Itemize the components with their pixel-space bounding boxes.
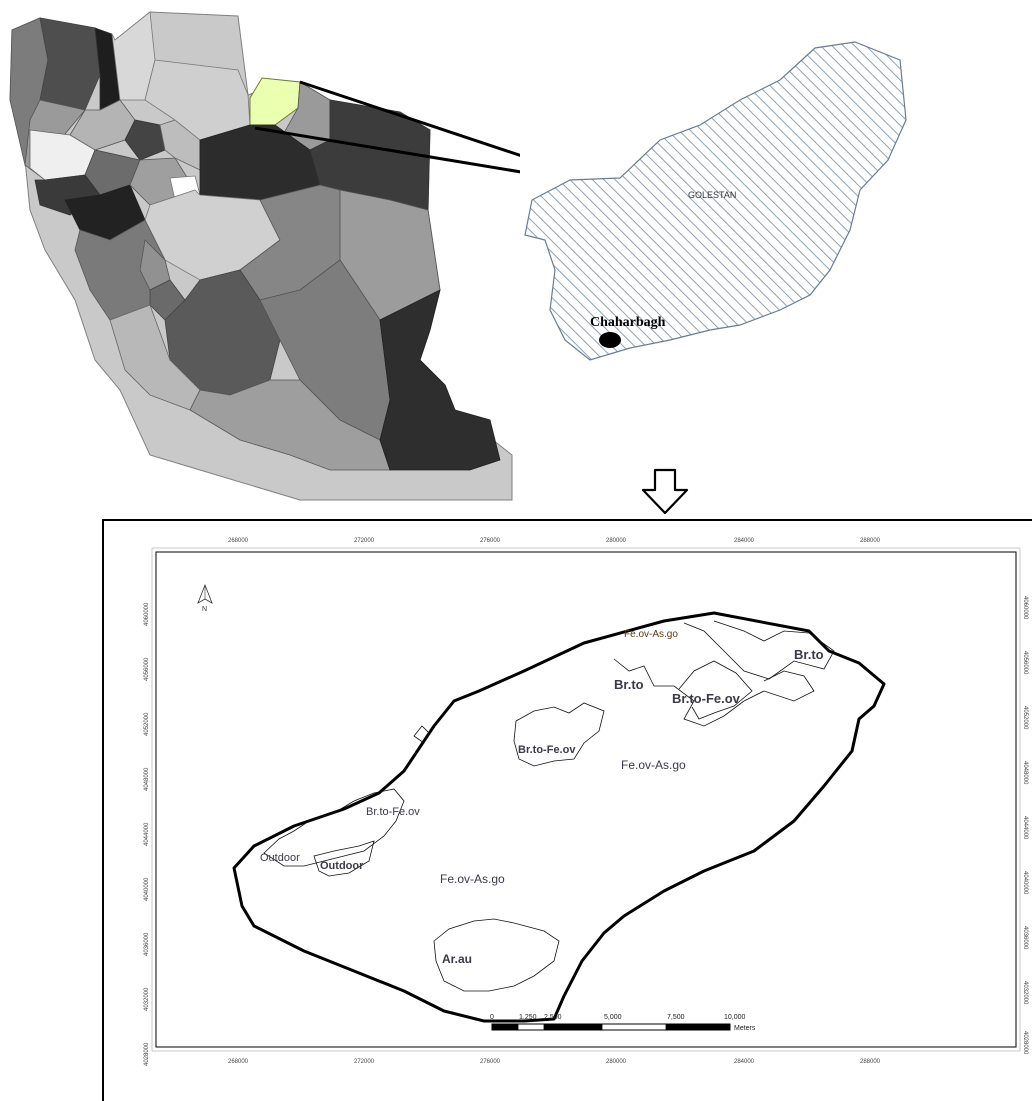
country-province-map xyxy=(9,11,520,501)
golestan-inset-map: GOLESTAN Chaharbagh xyxy=(524,41,907,361)
polygon-west-1 xyxy=(263,788,405,867)
top-tick-label: 288000 xyxy=(860,538,881,544)
bottom-tick-label: 280000 xyxy=(606,1059,627,1065)
bottom-tick-label: 288000 xyxy=(860,1059,881,1065)
scale-unit: Meters xyxy=(734,1025,756,1032)
bottom-tick-label: 272000 xyxy=(354,1059,375,1065)
scale-bar-outline xyxy=(491,1023,731,1031)
map-neatline xyxy=(155,551,1017,1048)
region-name: GOLESTAN xyxy=(688,190,736,200)
left-tick-label: 4052000 xyxy=(144,712,150,736)
right-tick-label: 4032000 xyxy=(1022,981,1028,1005)
site-name: Chaharbagh xyxy=(590,315,666,330)
top-tick-label: 272000 xyxy=(354,538,375,544)
scale-segment xyxy=(544,1024,602,1030)
scale-tick: 0 xyxy=(490,1014,494,1021)
polygon-north-east xyxy=(683,620,835,680)
left-tick-label: 4044000 xyxy=(144,822,150,846)
site-marker xyxy=(599,332,621,348)
polygon-center xyxy=(513,702,605,767)
right-tick-label: 4048000 xyxy=(1022,761,1028,785)
study-area-boundary xyxy=(232,611,886,1023)
right-tick-label: 4040000 xyxy=(1022,871,1028,895)
left-tick-label: 4036000 xyxy=(144,932,150,956)
polygon-br-to xyxy=(613,658,815,727)
bottom-tick-label: 276000 xyxy=(480,1059,501,1065)
label-br-to-center: Br.to xyxy=(614,677,644,692)
polygon-south xyxy=(433,918,560,992)
label-outdoor-center: Outdoor xyxy=(320,860,364,872)
right-tick-labels: 4060000 4056000 4052000 4048000 4044000 … xyxy=(1022,596,1028,1055)
vegetation-unit-polygons xyxy=(263,620,835,992)
polygon-br-to-fe-ov xyxy=(678,660,753,720)
top-tick-label: 268000 xyxy=(228,538,249,544)
right-tick-label: 4056000 xyxy=(1022,651,1028,675)
bottom-tick-labels: 268000 272000 276000 280000 284000 28800… xyxy=(228,1059,881,1065)
left-tick-label: 4032000 xyxy=(144,987,150,1011)
left-tick-label: 4056000 xyxy=(144,657,150,681)
scale-tick: 10,000 xyxy=(724,1014,746,1021)
label-br-to-east: Br.to xyxy=(794,647,824,662)
top-tick-label: 276000 xyxy=(480,538,501,544)
label-br-to-fe-ov-west: Br.to-Fe.ov xyxy=(366,806,420,818)
left-tick-label: 4028000 xyxy=(144,1042,150,1066)
scale-tick: 7,500 xyxy=(667,1014,685,1021)
label-fe-ov-as-go-east: Fe.ov-As.go xyxy=(621,758,686,772)
scale-segment xyxy=(666,1024,730,1030)
top-tick-labels: 268000 272000 276000 280000 284000 28800… xyxy=(228,538,881,544)
down-arrow-icon xyxy=(641,468,689,515)
polygon-island xyxy=(413,725,430,744)
vegetation-map: 268000 272000 276000 280000 284000 28800… xyxy=(144,538,1028,1066)
province-east-azerbaijan xyxy=(39,17,101,111)
top-tick-label: 284000 xyxy=(734,538,755,544)
left-tick-label: 4040000 xyxy=(144,877,150,901)
north-arrow-icon: N xyxy=(197,583,213,613)
left-tick-label: 4048000 xyxy=(144,767,150,791)
label-ar-au: Ar.au xyxy=(442,952,472,966)
province-hormozgan xyxy=(189,379,391,471)
label-br-to-fe-ov-northeast: Br.to-Fe.ov xyxy=(672,691,741,706)
top-tick-label: 280000 xyxy=(606,538,627,544)
right-tick-label: 4060000 xyxy=(1022,596,1028,620)
right-tick-label: 4028000 xyxy=(1022,1031,1028,1055)
bottom-tick-label: 268000 xyxy=(228,1059,249,1065)
label-br-to-fe-ov-middle: Br.to-Fe.ov xyxy=(518,744,576,756)
right-tick-label: 4036000 xyxy=(1022,926,1028,950)
scale-tick: 1,250 xyxy=(519,1014,537,1021)
scale-tick: 2,500 xyxy=(544,1014,562,1021)
north-arrow-label: N xyxy=(202,606,207,613)
scale-segment xyxy=(492,1024,518,1030)
right-tick-label: 4052000 xyxy=(1022,706,1028,730)
scale-tick: 5,000 xyxy=(604,1014,622,1021)
left-tick-label: 4060000 xyxy=(144,602,150,626)
bottom-tick-label: 284000 xyxy=(734,1059,755,1065)
scale-bar: 0 1,250 2,500 5,000 7,500 10,000 Meters xyxy=(490,1014,756,1032)
label-fe-ov-as-go-south: Fe.ov-As.go xyxy=(440,872,505,886)
right-tick-label: 4044000 xyxy=(1022,816,1028,840)
left-tick-labels: 4060000 4056000 4052000 4048000 4044000 … xyxy=(144,602,150,1066)
map-neatline-outer xyxy=(151,547,1021,1052)
vegetation-labels: Fe.ov-As.go Br.to Br.to Br.to-Fe.ov Br.t… xyxy=(260,629,824,966)
scale-segment xyxy=(601,1023,667,1031)
province-sistan-baluchestan xyxy=(379,289,501,471)
label-fe-ov-as-go-north: Fe.ov-As.go xyxy=(624,629,678,640)
golestan-outline xyxy=(524,41,907,361)
label-outdoor-west: Outdoor xyxy=(260,852,300,864)
polygon-west-2 xyxy=(313,840,375,877)
scale-segment xyxy=(517,1023,545,1031)
pointer-line-upper xyxy=(299,80,520,157)
pointer-line-lower xyxy=(254,126,520,174)
